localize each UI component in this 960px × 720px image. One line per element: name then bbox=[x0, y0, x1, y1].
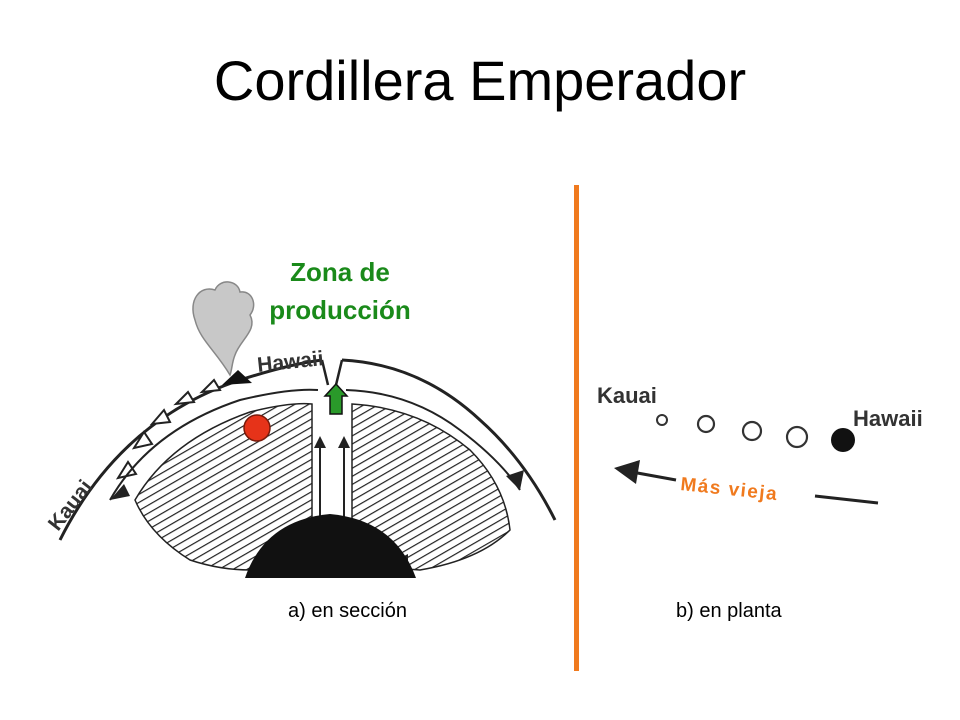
age-direction-line-right bbox=[814, 494, 879, 505]
eruption-plume-icon bbox=[192, 281, 255, 377]
flow-arrow-left-head bbox=[110, 484, 130, 500]
plan-hawaii-label: Hawaii bbox=[853, 406, 923, 431]
production-zone-label: Zona de producción bbox=[240, 253, 440, 329]
section-divider bbox=[574, 185, 579, 671]
section-kauai-label: Kauai bbox=[44, 476, 97, 535]
island-4 bbox=[785, 425, 809, 449]
production-zone-label-line1: Zona de bbox=[290, 257, 390, 287]
age-direction-arrow bbox=[631, 470, 677, 482]
crust-outer-right bbox=[341, 358, 557, 521]
core-dome bbox=[245, 514, 416, 578]
plan-view-diagram: Kauai Hawaii Más vieja bbox=[597, 383, 923, 505]
caption-plan: b) en planta bbox=[676, 600, 782, 622]
hotspot-marker bbox=[243, 414, 271, 442]
hawaii-volcano bbox=[222, 370, 252, 385]
flow-arrow-right-head bbox=[506, 470, 524, 490]
convection-cell-right bbox=[351, 403, 511, 571]
lithosphere-inner-right bbox=[345, 389, 521, 491]
island-3 bbox=[741, 420, 763, 442]
upward-arrow-icon bbox=[323, 382, 349, 415]
island-2 bbox=[696, 414, 716, 434]
caption-section: a) en sección bbox=[288, 600, 407, 622]
lithosphere-inner-left bbox=[109, 388, 319, 501]
slide-title: Cordillera Emperador bbox=[213, 49, 747, 112]
cross-section-diagram: Hawaii Kauai bbox=[44, 281, 557, 578]
production-zone-label-line2: producción bbox=[269, 295, 411, 325]
older-label: Más vieja bbox=[679, 474, 779, 505]
section-hawaii-label: Hawaii bbox=[256, 347, 325, 377]
plan-kauai-label: Kauai bbox=[597, 383, 657, 408]
island-kauai bbox=[656, 414, 668, 426]
rift-notch bbox=[320, 359, 344, 386]
island-hawaii bbox=[831, 428, 855, 452]
